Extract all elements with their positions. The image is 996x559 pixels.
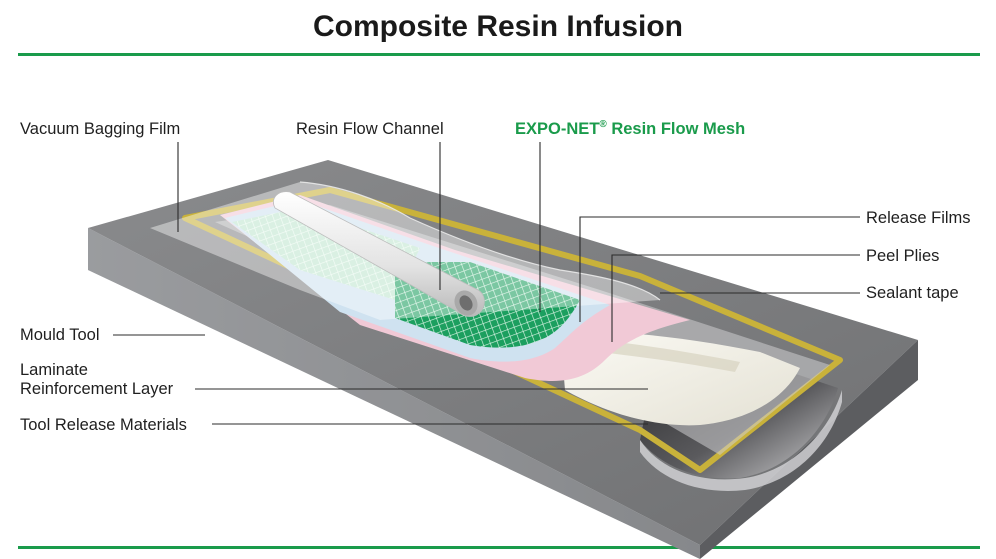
label-mould-tool: Mould Tool	[20, 326, 100, 344]
label-release-films: Release Films	[866, 209, 971, 227]
flow-mesh-light-area	[232, 208, 420, 300]
label-tool-release-materials: Tool Release Materials	[20, 416, 187, 434]
flow-mesh-registered-mark: ®	[599, 119, 607, 130]
label-flow-mesh: EXPO-NET® Resin Flow Mesh	[515, 119, 745, 138]
resin-flow-channel	[273, 191, 485, 317]
flow-mesh-brand: EXPO-NET	[515, 120, 599, 138]
label-peel-plies: Peel Plies	[866, 247, 939, 265]
label-sealant-tape: Sealant tape	[866, 284, 959, 302]
label-resin-flow-channel: Resin Flow Channel	[296, 120, 444, 138]
leader-peel-plies	[611, 254, 860, 342]
footer-divider-bottom	[18, 546, 980, 549]
leader-lines	[113, 142, 860, 425]
page-title: Composite Resin Infusion	[312, 10, 684, 43]
sealant-tape	[182, 187, 843, 473]
leader-release-films	[579, 216, 860, 322]
mould-tool-front-face	[88, 228, 700, 559]
flow-mesh-suffix: Resin Flow Mesh	[607, 120, 745, 138]
label-vacuum-bagging-film: Vacuum Bagging Film	[20, 120, 180, 138]
title-divider-top	[18, 53, 980, 56]
label-laminate-line2: Reinforcement Layer	[20, 380, 174, 398]
label-laminate-line1: Laminate	[20, 361, 88, 379]
vacuum-bagging-film	[150, 182, 660, 320]
